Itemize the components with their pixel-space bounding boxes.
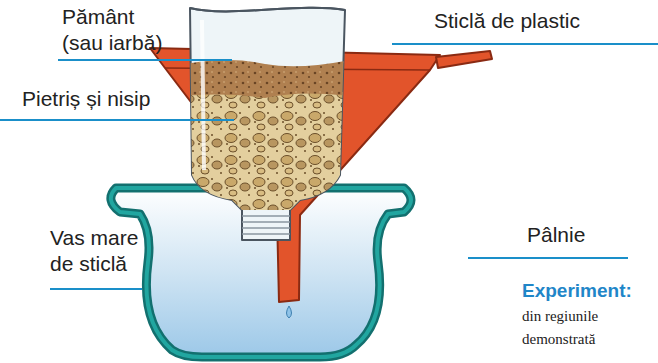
gravel-sand-layer [185, 92, 350, 212]
part-label: Sticlă de plastic [434, 8, 580, 34]
part-label: Vas mare de sticlă [50, 225, 162, 277]
leader-lines [0, 44, 658, 289]
part-label: Pâlnie [527, 222, 585, 248]
part-label: Pietriș și nisip [22, 86, 150, 112]
body-text: demonstrată [522, 329, 595, 349]
funnel [150, 48, 440, 302]
heading-text: Experiment: [522, 278, 632, 304]
water-drop [287, 306, 292, 318]
plastic-bottle [185, 8, 350, 240]
soil-layer [185, 60, 350, 98]
part-label: Pământ (sau iarbă) [62, 4, 174, 56]
body-text: din regiunile [522, 306, 598, 326]
